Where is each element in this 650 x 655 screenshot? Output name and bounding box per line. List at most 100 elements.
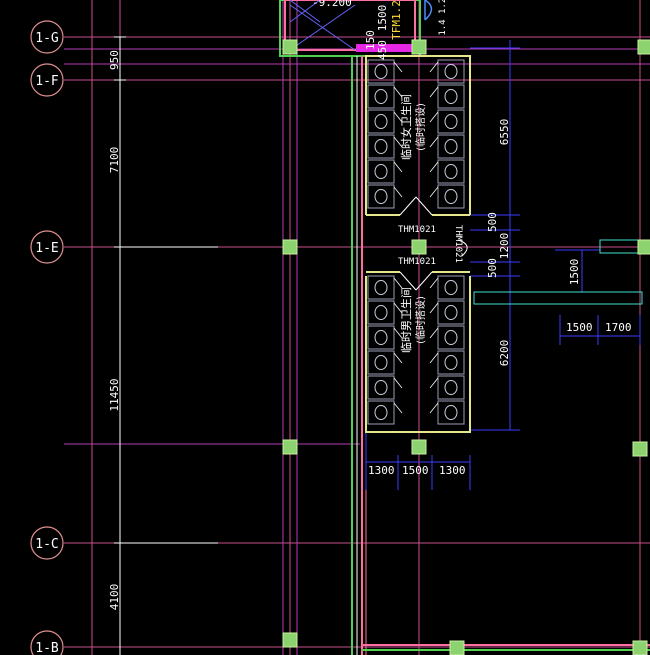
female-left-toilet-2 [374, 89, 388, 104]
dim-1200: 1200 [498, 233, 511, 260]
male-right-stall-door-2 [429, 302, 439, 314]
axis-label-1c: 1-C [35, 537, 58, 552]
right-dimension-texts: 6550 500 1200 500 6200 1500 [486, 119, 581, 367]
female-right-toilet-2 [444, 89, 458, 104]
female-left-stall-door-6 [393, 186, 403, 198]
male-left-toilet-5 [374, 380, 388, 395]
female-left-toilet-4 [374, 139, 388, 154]
male-left-stall-1 [367, 275, 395, 300]
dim-right-1500: 1500 [566, 321, 593, 334]
main-wall [280, 55, 650, 655]
cyan-partitions [473, 239, 650, 305]
dim-1500-side: 1500 [568, 259, 581, 286]
female-right-stall-door-6 [429, 186, 439, 198]
female-left-stall-5 [367, 159, 395, 184]
male-toilet-block [365, 271, 471, 433]
male-left-stall-door-5 [393, 377, 403, 389]
female-left-stall-2 [367, 84, 395, 109]
female-right-stall-5 [437, 159, 465, 184]
female-right-stall-6 [437, 184, 465, 209]
column-8 [411, 439, 427, 455]
male-right-toilet-5 [444, 380, 458, 395]
column-10 [282, 632, 298, 648]
dim-7100: 7100 [108, 147, 121, 174]
left-dimension-line [114, 36, 218, 655]
male-right-stall-4 [437, 350, 465, 375]
door-tag-side: THM1021 [453, 225, 463, 263]
female-left-stall-door-4 [393, 136, 403, 148]
male-right-stall-door-4 [429, 352, 439, 364]
male-left-stall-door-4 [393, 352, 403, 364]
female-toilet-block [365, 55, 471, 216]
dim-950: 950 [108, 50, 121, 70]
axis-label-1f: 1-F [35, 74, 59, 89]
male-left-stall-6 [367, 400, 395, 425]
male-left-stall-door-6 [393, 402, 403, 414]
dim-bottom-1500: 1500 [402, 464, 429, 477]
column-9 [632, 441, 648, 457]
room-labels: 临时女卫生间 (临时搭设) 临时男卫生间 (临时搭设) [399, 94, 427, 353]
female-right-stall-3 [437, 109, 465, 134]
dim-500-b: 500 [486, 258, 499, 278]
female-left-stall-6 [367, 184, 395, 209]
male-right-stall-door-1 [429, 277, 439, 289]
dim-right-1700: 1700 [605, 321, 632, 334]
female-left-toilet-1 [374, 64, 388, 79]
male-right-stall-door-5 [429, 377, 439, 389]
female-left-stall-door-2 [393, 86, 403, 98]
axis-label-1b: 1-B [35, 641, 59, 655]
male-right-stall-2 [437, 300, 465, 325]
male-left-stall-door-2 [393, 302, 403, 314]
elevation-label: -9.200 [312, 0, 352, 9]
dim-6200: 6200 [498, 340, 511, 367]
dim-150-top: 150 [364, 30, 377, 50]
column-12 [632, 640, 648, 655]
female-left-toilet-5 [374, 164, 388, 179]
female-right-toilet-6 [444, 189, 458, 204]
bottom-dimension-texts: 1300 1500 1300 1500 1700 [368, 321, 632, 477]
male-left-stall-door-1 [393, 277, 403, 289]
female-left-stall-door-5 [393, 161, 403, 173]
female-left-stall-1 [367, 59, 395, 84]
female-left-toilet-3 [374, 114, 388, 129]
male-left-stall-5 [367, 375, 395, 400]
male-right-toilet-4 [444, 355, 458, 370]
vertical-magenta-lines [282, 0, 298, 655]
column-1 [282, 39, 298, 55]
male-right-toilet-2 [444, 305, 458, 320]
male-right-stall-door-6 [429, 402, 439, 414]
female-right-stall-door-2 [429, 86, 439, 98]
axis-bubbles: 1-G 1-F 1-E 1-C 1-B [30, 20, 64, 655]
male-left-stall-2 [367, 300, 395, 325]
dim-bottom-1300-b: 1300 [439, 464, 466, 477]
female-left-toilet-6 [374, 189, 388, 204]
male-left-toilet-6 [374, 405, 388, 420]
left-dimension-texts: 950 7100 11450 4100 [108, 50, 121, 610]
column-6 [637, 239, 650, 255]
dim-11450: 11450 [108, 378, 121, 411]
female-room-note: (临时搭设) [414, 103, 427, 151]
top-shaft [279, 0, 433, 57]
door-tag-tfm: TFM1.2 [390, 0, 403, 40]
male-right-toilet-1 [444, 280, 458, 295]
dim-bottom-1300-a: 1300 [368, 464, 395, 477]
female-room-name: 临时女卫生间 [399, 94, 413, 160]
female-left-stall-4 [367, 134, 395, 159]
female-right-toilet-3 [444, 114, 458, 129]
female-right-stall-door-3 [429, 111, 439, 123]
toilet-stalls [367, 59, 465, 425]
axis-label-1g: 1-G [35, 31, 59, 46]
column-11 [449, 640, 465, 655]
female-left-stall-door-3 [393, 111, 403, 123]
door-tag-lower: THM1021 [398, 257, 436, 267]
top-labels: -9.200 1500 450 150 TFM1.2 1.4 1.2- [312, 0, 448, 60]
female-right-toilet-1 [444, 64, 458, 79]
column-3 [637, 39, 650, 55]
male-right-stall-5 [437, 375, 465, 400]
female-right-toilet-4 [444, 139, 458, 154]
column-7 [282, 439, 298, 455]
male-left-stall-4 [367, 350, 395, 375]
columns [282, 39, 650, 655]
female-right-stall-door-4 [429, 136, 439, 148]
